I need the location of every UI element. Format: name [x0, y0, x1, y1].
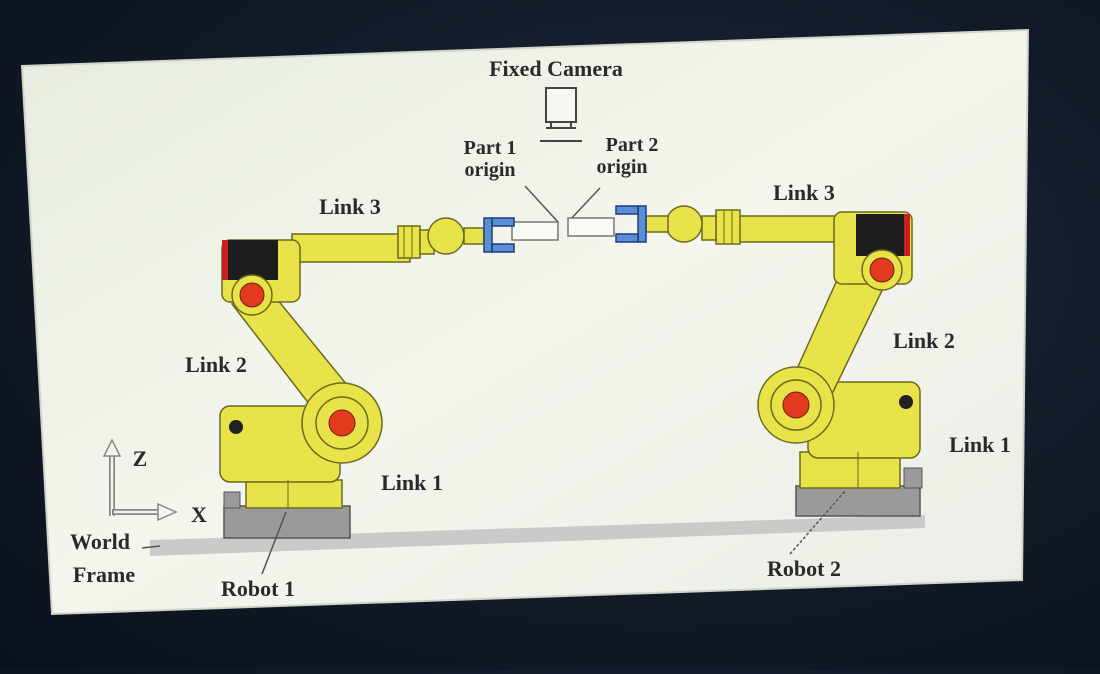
fixed-camera-icon — [540, 87, 582, 142]
robot-2 — [615, 205, 923, 517]
robot2-link1-label: Link 1 — [949, 432, 1011, 457]
part1-block — [511, 221, 559, 241]
robot1-base — [223, 505, 351, 539]
axis-x-label: X — [191, 502, 207, 527]
robot2-gripper — [615, 205, 647, 243]
part2-label: Part 2 — [606, 134, 659, 156]
robot2-link3-arm — [737, 215, 847, 243]
robot1-elbow-joint — [239, 282, 265, 308]
part1-label: Part 1 — [464, 137, 517, 159]
robot1-link3-arm — [291, 233, 411, 263]
robot1-link1-lower — [245, 479, 343, 509]
robot2-bolt — [899, 395, 913, 409]
robot2-link2-label: Link 2 — [893, 328, 955, 353]
robot-1 — [219, 217, 515, 539]
robot2-leader-line — [789, 489, 847, 555]
floor-plane — [150, 515, 925, 556]
axis-z-label: Z — [133, 446, 148, 471]
fixed-camera-label: Fixed Camera — [489, 56, 623, 81]
part1-origin-label: origin — [464, 159, 515, 181]
part1-leader-line — [524, 185, 559, 223]
robot1-gripper — [483, 217, 515, 253]
robot1-label: Robot 1 — [221, 576, 295, 601]
part2-origin-label: origin — [596, 156, 647, 178]
robot1-link1-label: Link 1 — [381, 470, 443, 495]
world-frame-leader-line — [141, 545, 161, 549]
robot2-link3-label: Link 3 — [773, 180, 835, 205]
world-frame-label-line1: World — [70, 529, 130, 554]
robot2-base — [795, 485, 921, 517]
robot1-wrist-joint — [427, 217, 465, 255]
robot1-link3-label: Link 3 — [319, 194, 381, 219]
robot1-link2-label: Link 2 — [185, 352, 247, 377]
part2-leader-line — [567, 187, 601, 223]
robot1-leader-line — [261, 511, 287, 575]
world-frame-axes-icon — [102, 438, 178, 522]
robot1-motor-block — [222, 240, 278, 280]
robot1-bolt — [229, 420, 243, 434]
robot2-label: Robot 2 — [767, 556, 841, 581]
robot2-wrist-joint — [665, 205, 703, 243]
robot2-elbow-joint — [869, 257, 895, 283]
world-frame-label-line2: Frame — [73, 562, 136, 587]
robot2-motor-block — [856, 214, 910, 256]
part2-block — [567, 217, 615, 237]
